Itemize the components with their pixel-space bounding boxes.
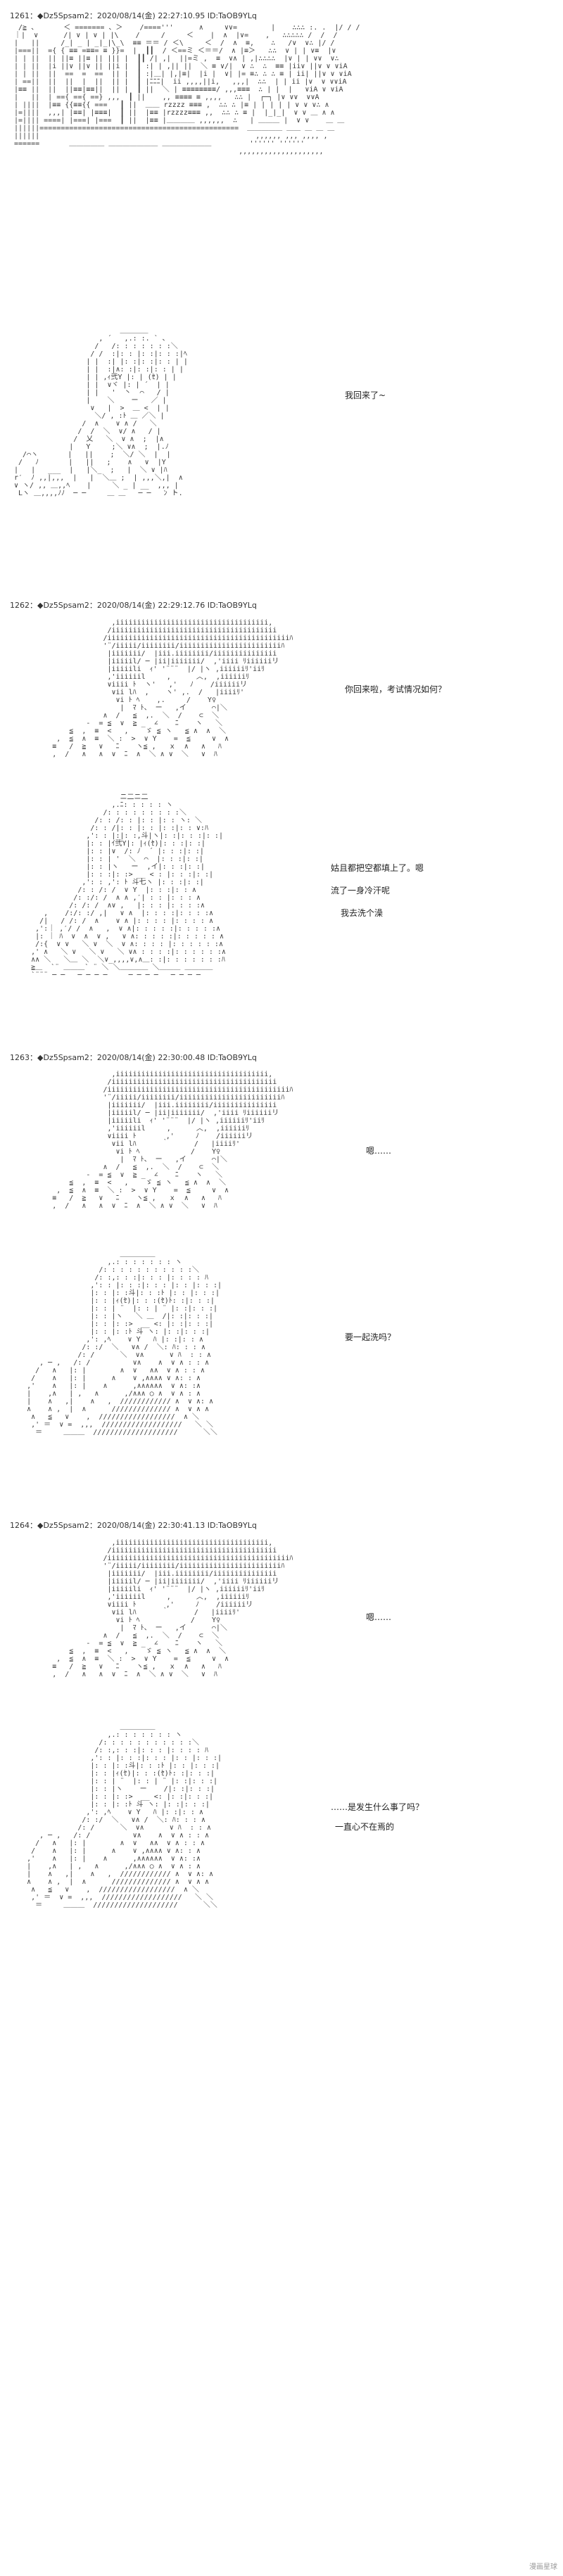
ascii-art-girl-sweaty: ニ二ニ二 ,.ﾆ: : : : : ヽ /: : : : : : : : :＼ … — [31, 793, 226, 979]
post-header-1264: 1264：◆Dz5Spsam2：2020/08/14(金) 22:30:41.1… — [10, 1521, 257, 1530]
ascii-art-companion-seated: ,iiiiiiiiiiiiiiiiiiiiiiiiiiiiiiiiiiii, /… — [52, 619, 293, 758]
ascii-art-companion-pause: ,iiiiiiiiiiiiiiiiiiiiiiiiiiiiiiiiiiii, /… — [52, 1539, 293, 1678]
ascii-art-girl-returning: ＿＿＿＿ , ´ ,.: :. ` ､ / /: : : : : : :＼ / … — [14, 327, 188, 497]
ascii-art-girl-worried: ＿＿＿＿＿ ,.: : : : : : : ヽ /: : : : : : : :… — [27, 1723, 222, 1909]
ascii-art-girl-invite: ＿＿＿＿＿ ,.: : : : : : : ヽ /: : : : : : : :… — [27, 1251, 222, 1436]
post-header-1263: 1263：◆Dz5Spsam2：2020/08/14(金) 22:30:00.4… — [10, 1053, 257, 1062]
speech-1261-line1: 我回来了~ — [345, 390, 386, 400]
speech-1264-line2: ……是发生什么事了吗？ — [331, 1802, 424, 1812]
speech-1264-line1: 嗯…… — [366, 1612, 392, 1622]
site-watermark: 漫画星球 — [529, 2563, 557, 2571]
speech-1262-line1: 你回来啦，考试情况如何？ — [345, 684, 447, 694]
speech-1263-line1: 嗯…… — [366, 1146, 392, 1156]
speech-1263-line2: 要一起洗吗？ — [345, 1332, 396, 1342]
speech-1262-line2: 姑且都把空都填上了。嗯 — [331, 863, 424, 873]
ascii-art-companion-blank: ,iiiiiiiiiiiiiiiiiiiiiiiiiiiiiiiiiiii, /… — [52, 1071, 293, 1210]
post-header-1261: 1261：◆Dz5Spsam2：2020/08/14(金) 22:27:10.9… — [10, 11, 257, 20]
ascii-art-house-scene: /≧ 、 ＜ ======= 、＞ /====''' ∧ ∨∨= | ∴∴∴ :… — [14, 24, 360, 155]
speech-1262-line4: 我去洗个澡 — [341, 908, 384, 918]
speech-1264-line3: 一直心不在焉的 — [335, 1822, 395, 1832]
speech-1262-line3: 流了一身冷汗呢 — [331, 886, 391, 895]
post-header-1262: 1262：◆Dz5Spsam2：2020/08/14(金) 22:29:12.7… — [10, 601, 257, 610]
